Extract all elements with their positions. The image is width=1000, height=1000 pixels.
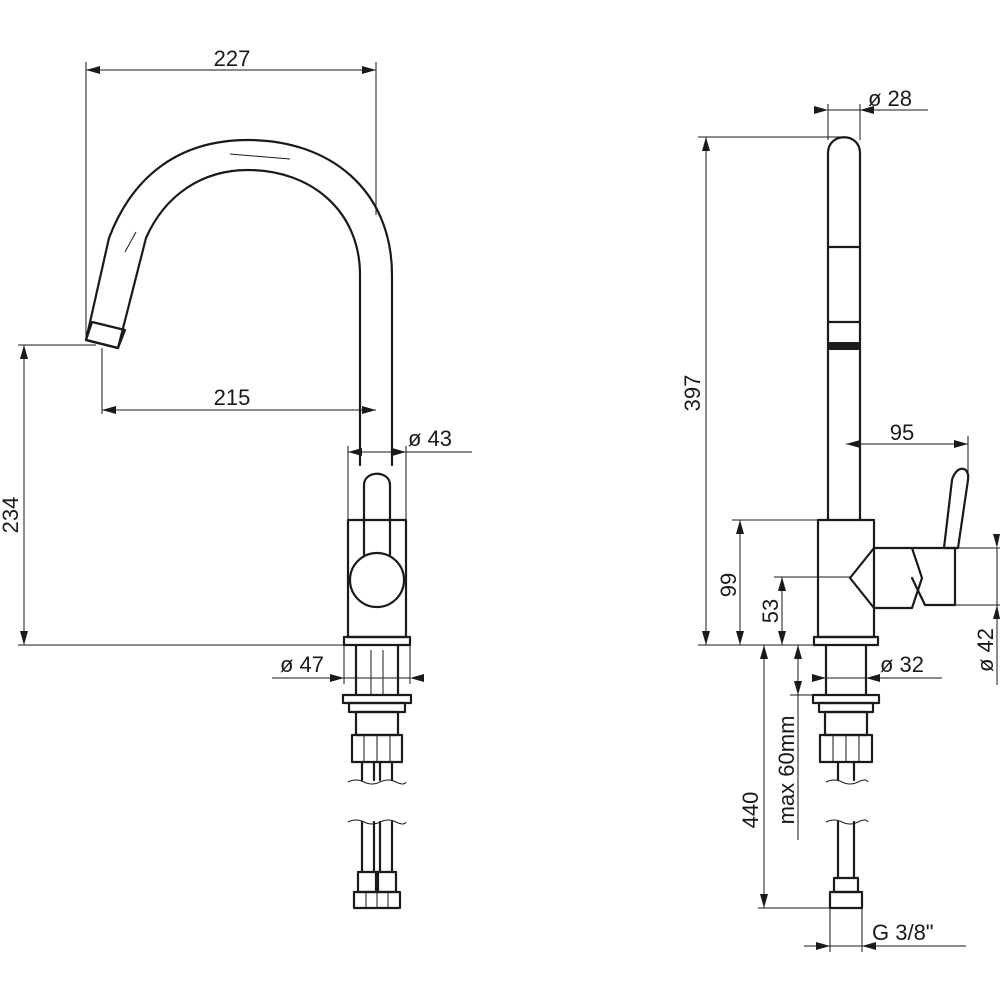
dim-thread: G 3/8" <box>804 908 966 952</box>
dim-label-diameter-47: ø 47 <box>280 652 324 677</box>
dim-label-diameter-42: ø 42 <box>973 628 998 672</box>
dim-440: 440 <box>738 645 830 909</box>
dim-label-53: 53 <box>758 599 783 623</box>
dim-diameter-43: ø 43 <box>347 426 472 520</box>
side-lever <box>848 467 970 610</box>
side-view: ø 28 397 95 99 <box>680 86 1000 952</box>
side-hose <box>825 819 869 910</box>
front-shank <box>341 643 413 785</box>
dim-227: 227 <box>85 46 377 340</box>
dim-label-397: 397 <box>680 375 705 412</box>
front-lever-handle <box>348 472 406 609</box>
dim-label-215: 215 <box>214 385 251 410</box>
dim-label-max-60mm: max 60mm <box>774 716 799 825</box>
dim-label-227: 227 <box>214 46 251 71</box>
dim-diameter-42: ø 42 <box>955 534 1000 685</box>
dim-53: 53 <box>758 576 850 645</box>
dim-diameter-32: ø 32 <box>812 645 942 684</box>
dim-label-diameter-43: ø 43 <box>408 426 452 451</box>
dim-label-diameter-32: ø 32 <box>880 652 924 677</box>
front-spout <box>84 138 394 467</box>
dim-label-234: 234 <box>0 497 23 534</box>
dim-max-60mm: max 60mm <box>774 645 813 840</box>
dim-diameter-28: ø 28 <box>814 86 928 140</box>
front-view: 227 215 234 ø 43 <box>0 46 472 910</box>
dim-label-99: 99 <box>716 573 741 597</box>
dim-234: 234 <box>0 344 344 646</box>
dim-label-diameter-28: ø 28 <box>868 86 912 111</box>
side-spout <box>826 136 862 522</box>
side-shank <box>811 643 881 785</box>
dim-397: 397 <box>680 136 844 646</box>
dim-diameter-47: ø 47 <box>272 645 424 684</box>
dim-label-thread: G 3/8" <box>872 920 934 945</box>
dim-99: 99 <box>716 519 818 645</box>
dim-label-95: 95 <box>890 420 914 445</box>
dim-label-440: 440 <box>738 792 763 829</box>
front-hoses <box>347 819 407 910</box>
dim-215: 215 <box>101 348 376 414</box>
side-body <box>812 518 880 647</box>
dim-95: 95 <box>846 420 969 476</box>
front-body <box>342 518 412 647</box>
